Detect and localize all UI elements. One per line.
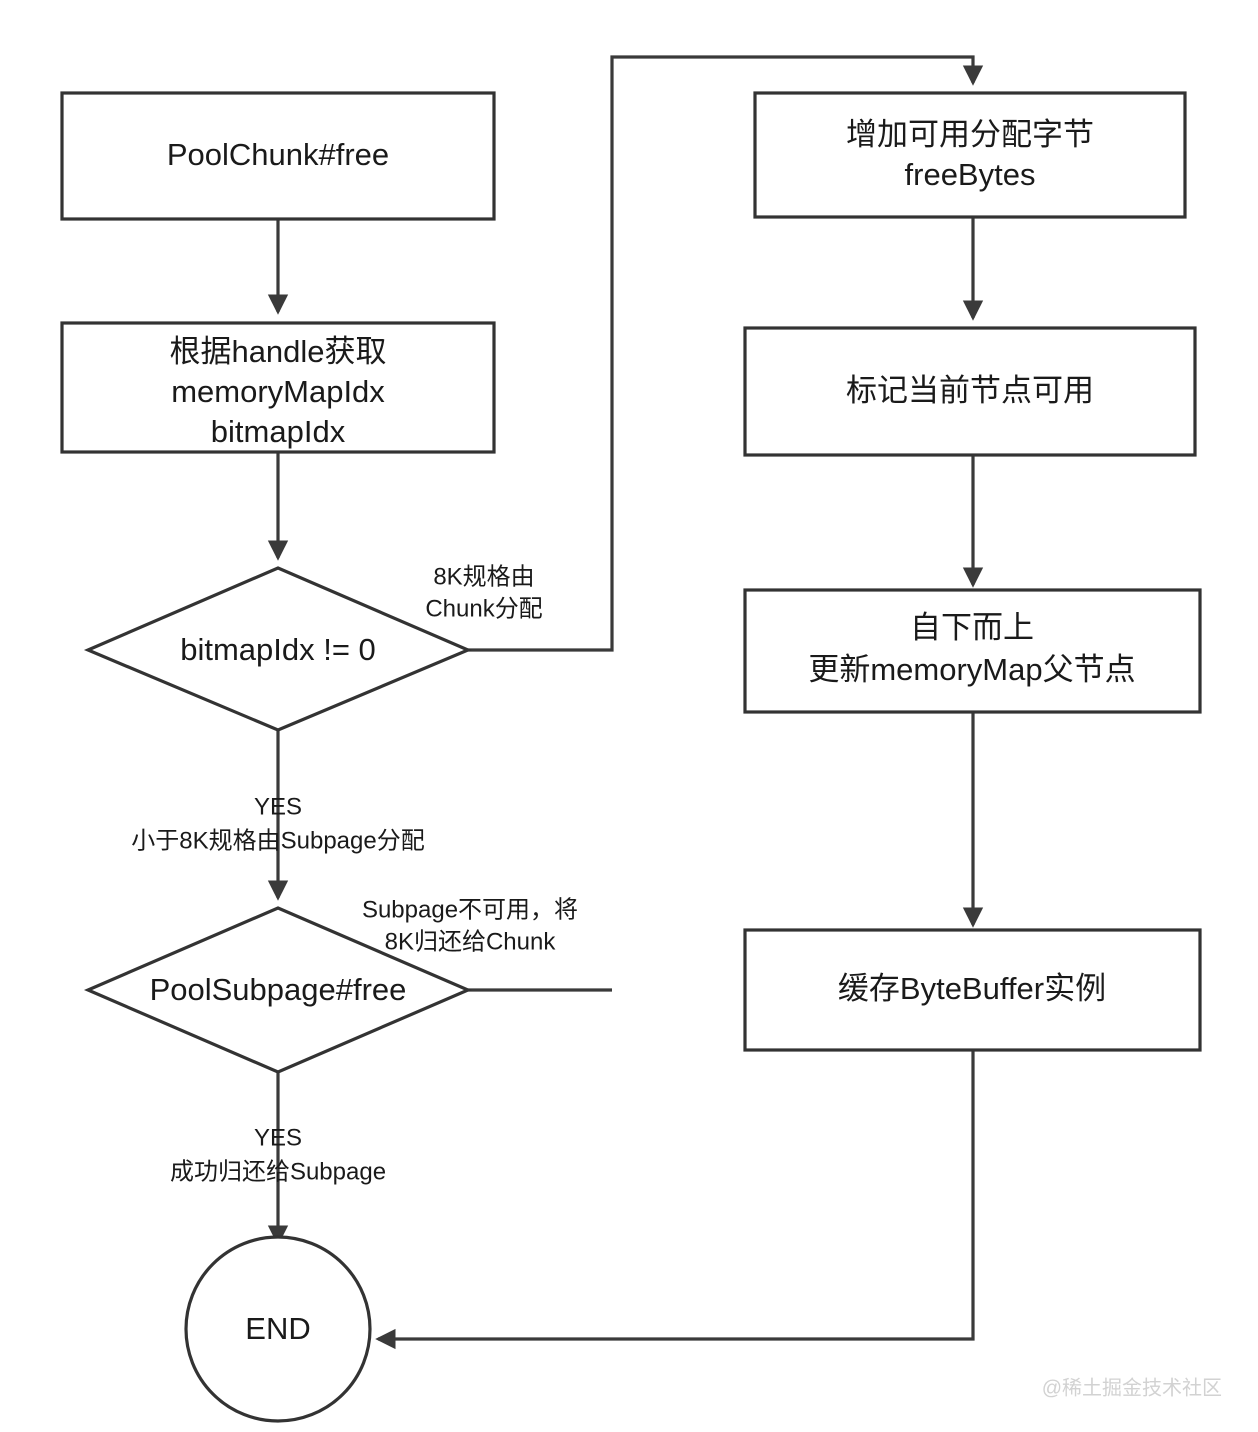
node-end-shape — [184, 1235, 372, 1423]
node-get-index-label-line1: 根据handle获取 — [169, 334, 386, 369]
node-cache-bytebuffer-instance[interactable]: 缓存ByteBuffer实例 — [743, 928, 1202, 1052]
node-cache-bytebuffer-instance-shape — [743, 928, 1202, 1052]
node-decision-bitmapidx-shape — [83, 566, 473, 732]
edge-label-bitmap-no-line2: Chunk分配 — [425, 595, 542, 622]
connector-cache-buffer-to-end — [375, 1050, 975, 1350]
edge-label-subpage-no: Subpage不可用，将 8K归还给Chunk — [362, 896, 578, 955]
node-decision-bitmapidx[interactable]: bitmapIdx != 0 — [83, 566, 473, 732]
node-get-index-shape — [60, 321, 496, 454]
node-update-memorymap-parents-label-line1: 自下而上 — [910, 610, 1034, 645]
node-get-index-label-line3: bitmapIdx — [211, 414, 346, 449]
node-mark-current-node-available-label: 标记当前节点可用 — [846, 373, 1094, 408]
node-update-memorymap-parents-label-line2: 更新memoryMap父节点 — [808, 652, 1135, 687]
node-increase-free-bytes[interactable]: 增加可用分配字节 freeBytes — [753, 91, 1187, 219]
node-poolchunk-free[interactable]: PoolChunk#free — [60, 91, 496, 221]
edge-label-bitmap-yes-line2: 小于8K规格由Subpage分配 — [131, 827, 424, 854]
node-poolchunk-free-shape — [60, 91, 496, 221]
edge-label-bitmap-yes: YES 小于8K规格由Subpage分配 — [131, 793, 424, 854]
node-decision-poolsubpage-free-label: PoolSubpage#free — [150, 972, 407, 1007]
node-poolchunk-free-label: PoolChunk#free — [167, 137, 389, 172]
node-update-memorymap-parents-shape — [743, 588, 1202, 714]
node-mark-current-node-available-shape — [743, 326, 1197, 457]
edge-label-subpage-yes-line2: 成功归还给Subpage — [170, 1158, 386, 1185]
edge-label-subpage-yes-line1: YES — [254, 1124, 302, 1151]
node-get-index[interactable]: 根据handle获取 memoryMapIdx bitmapIdx — [60, 321, 496, 454]
node-increase-free-bytes-label-line1: 增加可用分配字节 — [846, 117, 1094, 152]
node-update-memorymap-parents[interactable]: 自下而上 更新memoryMap父节点 — [743, 588, 1202, 714]
node-cache-bytebuffer-instance-label: 缓存ByteBuffer实例 — [838, 971, 1106, 1006]
edge-label-subpage-yes: YES 成功归还给Subpage — [170, 1124, 386, 1185]
node-increase-free-bytes-shape — [753, 91, 1187, 219]
node-end[interactable]: END — [184, 1235, 372, 1423]
edge-label-subpage-no-line1: Subpage不可用，将 — [362, 896, 578, 923]
connector-bitmap-no-to-free-bytes — [468, 55, 984, 652]
node-end-label: END — [245, 1311, 310, 1346]
node-decision-poolsubpage-free-shape — [83, 906, 473, 1074]
edge-label-subpage-no-line2: 8K归还给Chunk — [385, 928, 557, 955]
node-decision-poolsubpage-free[interactable]: PoolSubpage#free — [83, 906, 473, 1074]
edge-label-bitmap-no: 8K规格由 Chunk分配 — [425, 563, 542, 622]
watermark-label: @稀土掘金技术社区 — [1042, 1376, 1222, 1399]
edge-label-bitmap-yes-line1: YES — [254, 793, 302, 820]
node-mark-current-node-available[interactable]: 标记当前节点可用 — [743, 326, 1197, 457]
node-increase-free-bytes-label-line2: freeBytes — [905, 157, 1036, 192]
edge-label-bitmap-no-line1: 8K规格由 — [433, 563, 534, 590]
node-get-index-label-line2: memoryMapIdx — [171, 374, 385, 409]
node-decision-bitmapidx-label: bitmapIdx != 0 — [180, 632, 376, 667]
